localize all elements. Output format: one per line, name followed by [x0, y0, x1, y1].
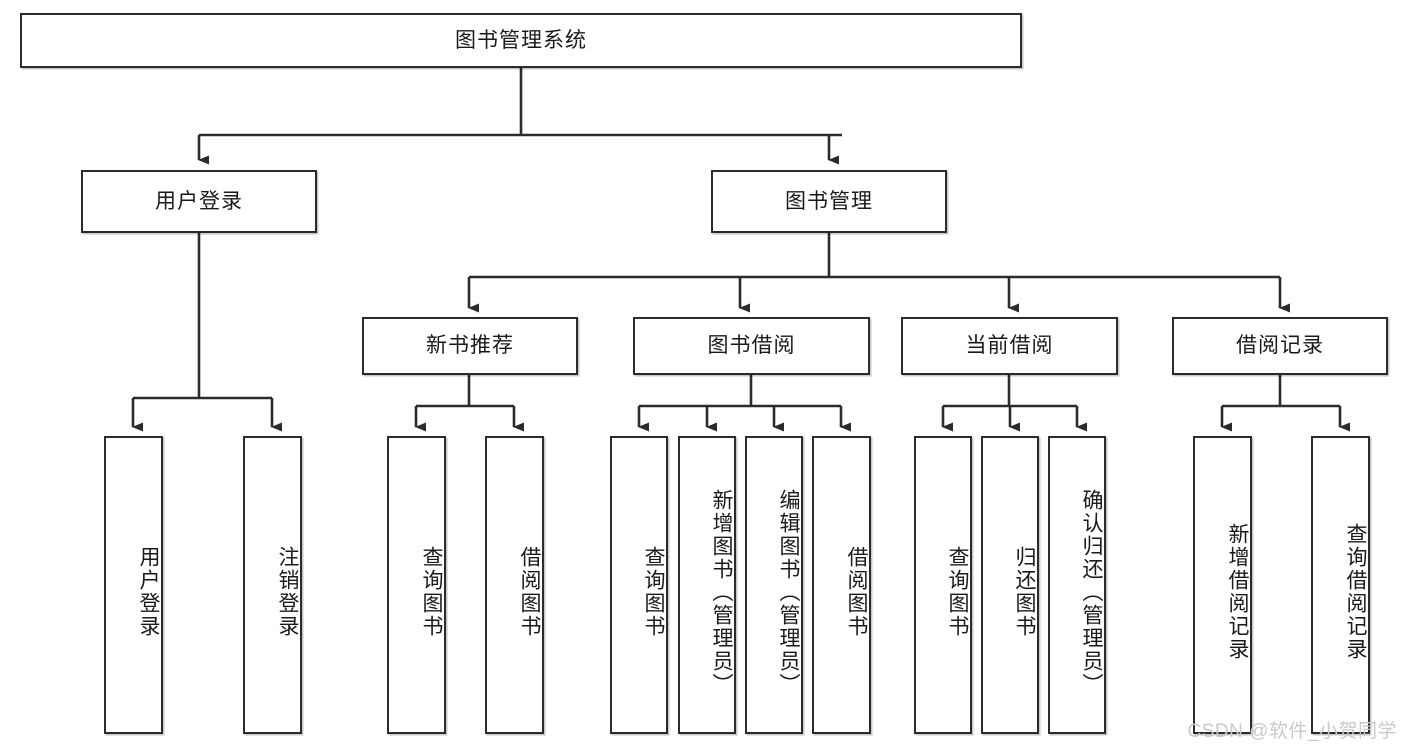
node-root[interactable]: 图书管理系统: [20, 13, 1022, 68]
node-label: 当前借阅: [965, 334, 1054, 358]
leaf-edit-book-admin[interactable]: 编辑图书（管理员）: [745, 436, 803, 734]
node-label: 确认归还（管理员）: [1080, 488, 1103, 696]
node-current-borrow[interactable]: 当前借阅: [901, 317, 1118, 375]
leaf-query-borrow-record[interactable]: 查询借阅记录: [1311, 436, 1370, 734]
leaf-add-borrow-record[interactable]: 新增借阅记录: [1193, 436, 1252, 734]
node-label: 查询图书: [420, 546, 443, 638]
node-label: 新增借阅记录: [1226, 523, 1249, 661]
node-label: 借阅图书: [518, 546, 541, 638]
node-label: 图书借阅: [707, 334, 796, 358]
node-label: 用户登录: [137, 546, 160, 638]
leaf-query-book-newbook[interactable]: 查询图书: [387, 436, 446, 734]
leaf-confirm-return-admin[interactable]: 确认归还（管理员）: [1048, 436, 1106, 734]
node-label: 查询图书: [642, 546, 665, 638]
node-label: 查询借阅记录: [1344, 523, 1367, 661]
node-label: 借阅图书: [845, 546, 868, 638]
node-label: 查询图书: [946, 546, 969, 638]
leaf-borrow-book-newbook[interactable]: 借阅图书: [485, 436, 544, 734]
node-borrow-record[interactable]: 借阅记录: [1172, 317, 1388, 375]
node-new-book-recommend[interactable]: 新书推荐: [362, 317, 578, 375]
node-label: 新增图书（管理员）: [710, 488, 733, 696]
node-label: 归还图书: [1013, 546, 1036, 638]
node-user-login[interactable]: 用户登录: [81, 170, 317, 233]
leaf-add-book-admin[interactable]: 新增图书（管理员）: [678, 436, 736, 734]
leaf-borrow-book[interactable]: 借阅图书: [812, 436, 871, 734]
leaf-query-book-current[interactable]: 查询图书: [914, 436, 972, 734]
leaf-return-book[interactable]: 归还图书: [981, 436, 1039, 734]
node-label: 编辑图书（管理员）: [777, 488, 800, 696]
node-label: 用户登录: [155, 189, 243, 213]
node-label: 图书管理: [785, 189, 873, 213]
leaf-user-login[interactable]: 用户登录: [104, 436, 163, 734]
watermark: CSDN @软件_小贺同学: [1187, 721, 1397, 742]
node-label: 图书管理系统: [455, 28, 587, 52]
leaf-logout[interactable]: 注销登录: [243, 436, 302, 734]
node-label: 注销登录: [276, 546, 299, 638]
node-book-borrow[interactable]: 图书借阅: [633, 317, 870, 375]
node-label: 借阅记录: [1236, 334, 1324, 358]
leaf-query-book-borrow[interactable]: 查询图书: [610, 436, 668, 734]
node-book-management[interactable]: 图书管理: [711, 170, 947, 233]
node-label: 新书推荐: [426, 334, 514, 358]
